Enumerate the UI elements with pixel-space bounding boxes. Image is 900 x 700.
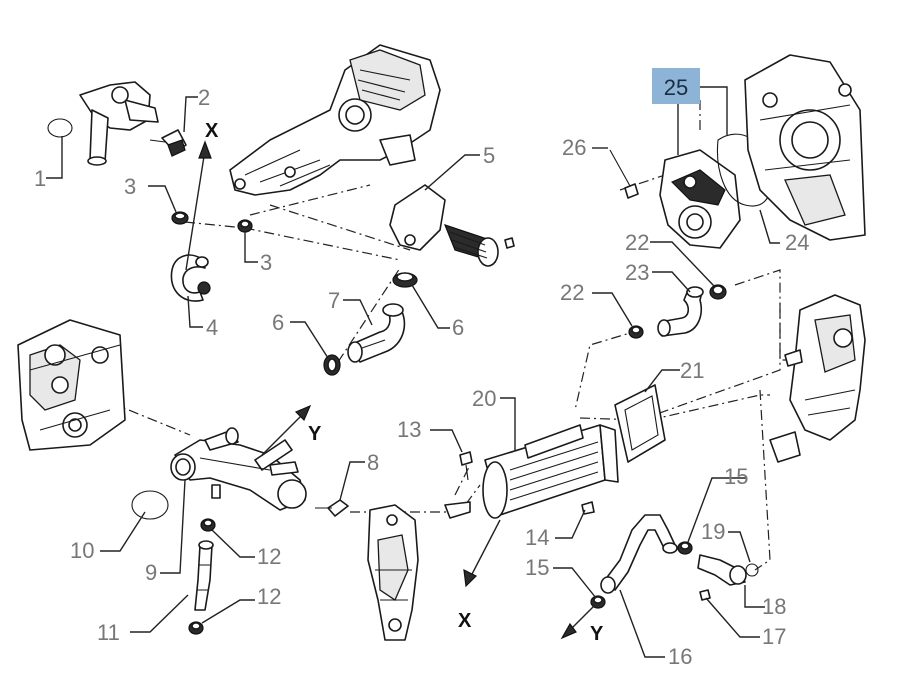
part-sensor bbox=[149, 129, 187, 157]
part-coolant-pipe-9 bbox=[170, 427, 307, 511]
part-clamp-6a bbox=[323, 354, 341, 376]
part-gasket-10 bbox=[131, 490, 169, 520]
part-hose-11 bbox=[194, 540, 214, 611]
part-clamp-22b bbox=[709, 284, 727, 300]
part-clamp-22a bbox=[628, 325, 644, 339]
callout-23[interactable]: 23 bbox=[625, 260, 649, 285]
flow-marker-x-top: X bbox=[205, 120, 219, 142]
callout-3b[interactable]: 3 bbox=[260, 250, 272, 275]
callout-12a[interactable]: 12 bbox=[257, 544, 281, 569]
callout-1[interactable]: 1 bbox=[34, 166, 46, 191]
callout-3a[interactable]: 3 bbox=[124, 174, 136, 199]
part-clamp-3a bbox=[171, 211, 189, 225]
callout-26[interactable]: 26 bbox=[562, 135, 586, 160]
callout-24[interactable]: 24 bbox=[785, 230, 809, 255]
part-pipe-18 bbox=[697, 554, 747, 586]
part-clamp-3b bbox=[237, 219, 253, 233]
flow-arrows bbox=[185, 140, 596, 640]
callout-2[interactable]: 2 bbox=[198, 85, 210, 110]
callout-22b[interactable]: 22 bbox=[625, 230, 649, 255]
part-clamp-12a bbox=[200, 518, 216, 532]
callout-21[interactable]: 21 bbox=[680, 358, 704, 383]
part-intake-manifold bbox=[229, 44, 441, 196]
part-gasket-21 bbox=[614, 384, 666, 463]
part-hose-4 bbox=[170, 254, 211, 302]
callout-17[interactable]: 17 bbox=[762, 624, 786, 649]
part-egr-cooler bbox=[444, 424, 619, 519]
part-engine-block-left bbox=[17, 319, 126, 451]
part-bolt-17 bbox=[699, 589, 711, 601]
callout-15b[interactable]: 15 bbox=[525, 555, 549, 580]
callout-7[interactable]: 7 bbox=[328, 288, 340, 313]
part-bracket bbox=[367, 504, 419, 641]
highlight-box bbox=[652, 68, 700, 104]
callout-9[interactable]: 9 bbox=[145, 560, 157, 585]
part-bolt-26 bbox=[609, 149, 639, 199]
callout-6b[interactable]: 6 bbox=[452, 315, 464, 340]
callout-8[interactable]: 8 bbox=[367, 450, 379, 475]
part-gasket-19 bbox=[745, 563, 759, 577]
callout-15a[interactable]: 15 bbox=[724, 464, 748, 489]
callout-5[interactable]: 5 bbox=[483, 143, 495, 168]
part-pipe-7 bbox=[347, 303, 406, 363]
part-egr-valve bbox=[389, 184, 515, 267]
flow-marker-x-bottom: X bbox=[458, 610, 472, 632]
part-engine-block-right bbox=[744, 54, 866, 241]
part-bolt-8 bbox=[315, 499, 349, 517]
part-clamp-12b bbox=[188, 621, 204, 635]
highlighted-callout-25[interactable]: 25 bbox=[652, 68, 700, 104]
callout-labels: 1 2 3 3 4 5 6 6 7 8 9 10 11 12 12 13 14 … bbox=[34, 85, 809, 669]
callout-16[interactable]: 16 bbox=[668, 644, 692, 669]
callout-4[interactable]: 4 bbox=[206, 315, 218, 340]
part-exhaust-assembly bbox=[769, 294, 866, 463]
callout-6a[interactable]: 6 bbox=[272, 310, 284, 335]
part-bolt-13 bbox=[459, 451, 473, 481]
part-hose-16 bbox=[600, 514, 678, 594]
callout-20[interactable]: 20 bbox=[472, 386, 496, 411]
callout-10[interactable]: 10 bbox=[70, 538, 94, 563]
part-clamp-6b bbox=[392, 272, 418, 288]
flow-marker-y-mid: Y bbox=[308, 423, 322, 445]
callout-19[interactable]: 19 bbox=[701, 519, 725, 544]
callout-25-label[interactable]: 25 bbox=[664, 75, 688, 100]
part-clamp-15a bbox=[677, 541, 693, 555]
part-water-pump bbox=[659, 149, 741, 249]
callout-12b[interactable]: 12 bbox=[257, 584, 281, 609]
callout-22a[interactable]: 22 bbox=[560, 280, 584, 305]
flow-marker-y-bottom: Y bbox=[590, 623, 604, 645]
callout-11[interactable]: 11 bbox=[97, 620, 120, 645]
part-hose-23 bbox=[657, 286, 704, 337]
flow-marker-labels: X Y X Y bbox=[205, 120, 604, 645]
callout-14[interactable]: 14 bbox=[525, 525, 549, 550]
callout-18[interactable]: 18 bbox=[762, 594, 786, 619]
part-thermostat-housing bbox=[47, 81, 159, 166]
callout-13[interactable]: 13 bbox=[397, 417, 421, 442]
